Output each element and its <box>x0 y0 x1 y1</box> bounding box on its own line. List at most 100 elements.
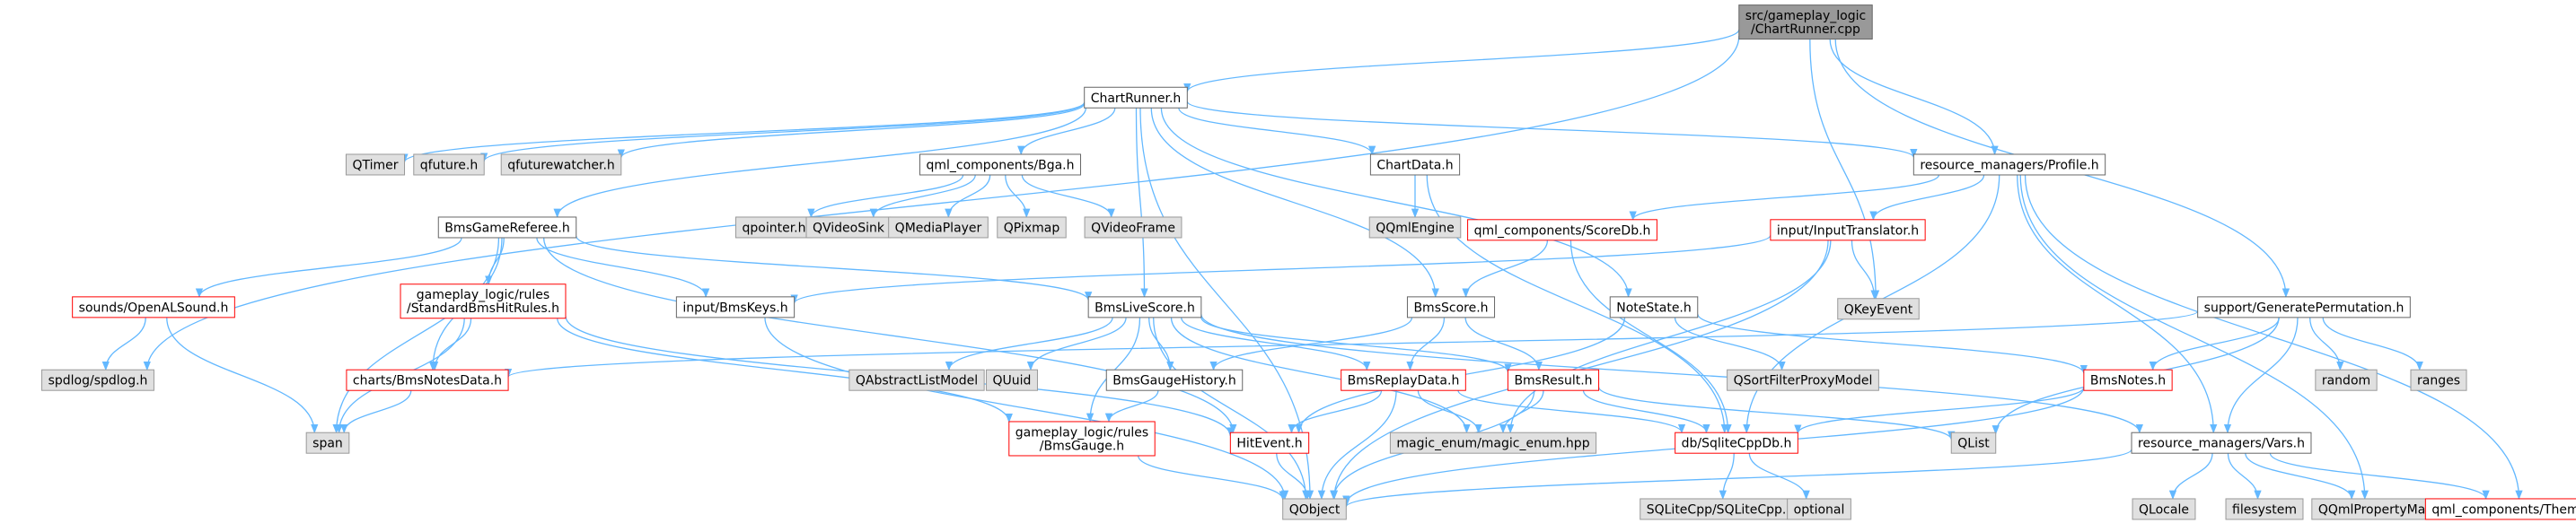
node-qvideosink[interactable]: QVideoSink <box>805 216 892 239</box>
node-bmsscore[interactable]: BmsScore.h <box>1406 296 1496 318</box>
node-qpointer[interactable]: qpointer.h <box>735 216 813 239</box>
node-label: QUuid <box>993 374 1032 388</box>
node-qmediaplayer[interactable]: QMediaPlayer <box>888 216 989 239</box>
node-sqlitecpp[interactable]: SQLiteCpp/SQLiteCpp.h <box>1640 498 1801 520</box>
node-qfuture[interactable]: qfuture.h <box>413 153 485 176</box>
node-box <box>2424 498 2576 520</box>
edge-chartrunnerh-to-bmsgamereferee <box>553 108 1087 219</box>
edge-chartrunnerh-to-bga <box>1017 108 1116 156</box>
node-optional[interactable]: optional <box>1787 498 1851 520</box>
node-root[interactable]: src/gameplay_logic/ChartRunner.cpp <box>1738 4 1873 40</box>
edge-generatepermutation-to-vars <box>2223 317 2299 434</box>
node-qqmlpropertymap[interactable]: QQmlPropertyMap <box>2311 498 2440 520</box>
edge-root-to-chartrunnerh <box>1183 29 1740 93</box>
node-label: qml_components/Bga.h <box>926 158 1074 172</box>
node-bmsresult[interactable]: BmsResult.h <box>1507 369 1600 391</box>
edge-profile-to-qqmlpropertymap <box>2019 174 2369 501</box>
node-filesystem[interactable]: filesystem <box>2225 498 2304 520</box>
node-bmsnotes[interactable]: BmsNotes.h <box>2083 369 2173 391</box>
node-qtimer[interactable]: QTimer <box>345 153 406 176</box>
node-box <box>1084 86 1188 109</box>
edge-standardbmshitrules-to-bmsgauge <box>557 318 1013 423</box>
node-ranges[interactable]: ranges <box>2410 369 2467 391</box>
node-qvideoframe[interactable]: QVideoFrame <box>1084 216 1182 239</box>
node-label: QList <box>1957 437 1990 451</box>
node-qlocale[interactable]: QLocale <box>2132 498 2196 520</box>
node-label: qfuture.h <box>420 158 478 172</box>
edge-bmslivescore-to-bmsgaugehistory <box>1148 317 1174 371</box>
node-label: /BmsGauge.h <box>1040 439 1124 453</box>
node-label: optional <box>1794 502 1845 517</box>
node-random[interactable]: random <box>2315 369 2378 391</box>
node-span[interactable]: span <box>305 432 350 454</box>
node-chartrunnerh[interactable]: ChartRunner.h <box>1084 86 1188 109</box>
node-chartdata[interactable]: ChartData.h <box>1369 153 1461 176</box>
node-bga[interactable]: qml_components/Bga.h <box>919 153 1082 176</box>
edge-generatepermutation-to-bmsnotes <box>2149 317 2280 371</box>
node-label: resource_managers/Profile.h <box>1920 158 2098 172</box>
node-notestate[interactable]: NoteState.h <box>1609 296 1699 318</box>
node-label: HitEvent.h <box>1236 437 1302 451</box>
edge-sqlitecppdb-to-sqlitecpp <box>1719 453 1735 501</box>
node-box <box>437 216 577 239</box>
node-openalsound[interactable]: sounds/OpenALSound.h <box>72 296 235 318</box>
node-label: BmsReplayData.h <box>1348 374 1460 388</box>
node-qpixmap[interactable]: QPixmap <box>997 216 1067 239</box>
node-spdlog[interactable]: spdlog/spdlog.h <box>41 369 154 391</box>
node-label: charts/BmsNotesData.h <box>353 374 502 388</box>
node-inputtranslator[interactable]: input/InputTranslator.h <box>1770 219 1926 241</box>
node-qabstractlistmodel[interactable]: QAbstractListModel <box>848 369 985 391</box>
node-themefamily[interactable]: qml_components/ThemeFamily.h <box>2424 498 2576 520</box>
edge-bmslivescore-to-vars <box>1200 314 2143 434</box>
edge-bmsgamereferee-to-hitevent <box>542 237 1237 434</box>
node-qsortfilterproxymodel[interactable]: QSortFilterProxyModel <box>1727 369 1879 391</box>
node-bmskeys[interactable]: input/BmsKeys.h <box>675 296 796 318</box>
node-bmsgauge[interactable]: gameplay_logic/rules/BmsGauge.h <box>1008 421 1156 457</box>
node-qfuturewatcher[interactable]: qfuturewatcher.h <box>500 153 622 176</box>
node-box <box>346 369 509 391</box>
node-box <box>1229 432 1310 454</box>
node-label: qml_components/ScoreDb.h <box>1474 223 1651 238</box>
node-sqlitecppdb[interactable]: db/SqliteCppDb.h <box>1675 432 1798 454</box>
node-box <box>1675 432 1798 454</box>
node-label: /ChartRunner.cpp <box>1751 22 1860 37</box>
node-label: support/GeneratePermutation.h <box>2204 301 2405 315</box>
node-box <box>1008 421 1156 457</box>
node-vars[interactable]: resource_managers/Vars.h <box>2131 432 2312 454</box>
node-generatepermutation[interactable]: support/GeneratePermutation.h <box>2197 296 2411 318</box>
node-qobject[interactable]: QObject <box>1282 498 1347 520</box>
node-standardbmshitrules[interactable]: gameplay_logic/rules/StandardBmsHitRules… <box>400 283 567 319</box>
edge-hitevent-to-qobject <box>1276 453 1312 501</box>
node-bmsgamereferee[interactable]: BmsGameReferee.h <box>437 216 577 239</box>
edge-bga-to-qpixmap <box>1005 174 1031 219</box>
node-magic_enum[interactable]: magic_enum/magic_enum.hpp <box>1389 432 1597 454</box>
edge-bmsreplaydata-to-qobject <box>1317 390 1397 501</box>
node-label: ranges <box>2417 374 2460 388</box>
node-box <box>1837 298 1920 320</box>
node-label: gameplay_logic/rules <box>417 288 549 302</box>
edge-bmsresult-to-magic_enum <box>1499 390 1544 434</box>
node-label: /StandardBmsHitRules.h <box>407 301 559 316</box>
node-hitevent[interactable]: HitEvent.h <box>1229 432 1310 454</box>
edge-inputtranslator-to-qkeyevent <box>1851 240 1878 300</box>
node-qkeyevent[interactable]: QKeyEvent <box>1837 298 1920 320</box>
edge-bmsnotesdata-to-span <box>340 390 412 434</box>
node-bmsreplaydata[interactable]: BmsReplayData.h <box>1341 369 1466 391</box>
node-quuid[interactable]: QUuid <box>986 369 1038 391</box>
node-qlist[interactable]: QList <box>1950 432 1997 454</box>
edge-notestate-to-bmsnotes <box>1697 313 2088 375</box>
edge-bmslivescore-to-quuid <box>1026 317 1127 371</box>
edge-vars-to-qlocale <box>2168 453 2213 501</box>
node-bmsnotesdata[interactable]: charts/BmsNotesData.h <box>346 369 509 391</box>
edge-sqlitecppdb-to-optional <box>1748 453 1810 501</box>
node-bmsgaugehistory[interactable]: BmsGaugeHistory.h <box>1105 369 1244 391</box>
node-label: random <box>2322 374 2370 388</box>
node-qqmlengine[interactable]: QQmlEngine <box>1368 216 1462 239</box>
node-box <box>1912 153 2106 176</box>
node-box <box>305 432 350 454</box>
node-profile[interactable]: resource_managers/Profile.h <box>1912 153 2106 176</box>
node-bmslivescore[interactable]: BmsLiveScore.h <box>1087 296 1202 318</box>
node-scoredb[interactable]: qml_components/ScoreDb.h <box>1467 219 1657 241</box>
node-box <box>1341 369 1466 391</box>
